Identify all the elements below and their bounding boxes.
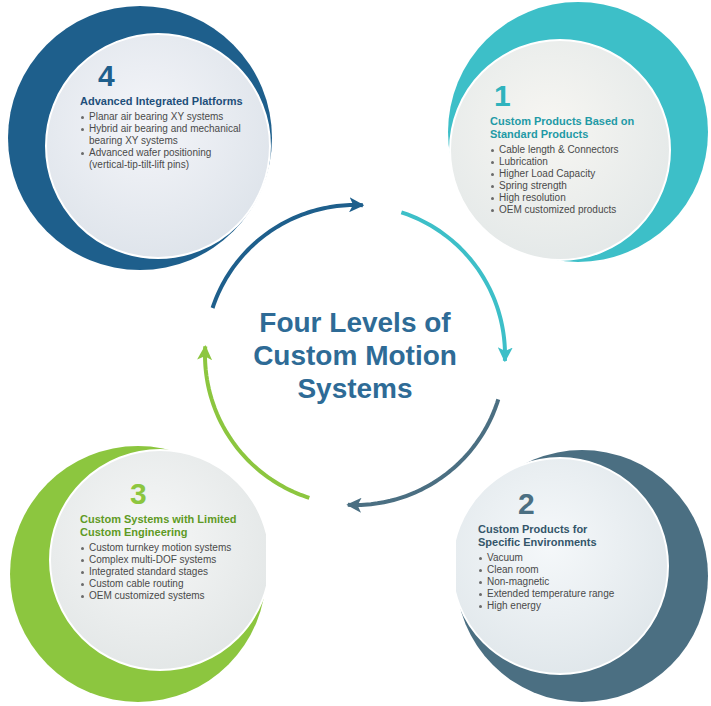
text-group: 4Advanced Integrated PlatformsPlanar air… (80, 60, 250, 171)
inner-disc (46, 34, 270, 258)
bullet-item: Planar air bearing XY systems (80, 111, 250, 123)
level-number: 4 (80, 60, 250, 92)
bullet-item: OEM customized products (490, 204, 658, 216)
level-circle: 2Custom Products for Specific Environmen… (456, 450, 708, 702)
level-number: 1 (490, 80, 658, 112)
bullet-item: OEM customized systems (80, 590, 245, 602)
bullet-item: Integrated standard stages (80, 566, 245, 578)
bullet-item: High energy (478, 600, 628, 612)
level-heading: Advanced Integrated Platforms (80, 95, 250, 108)
inner-disc (450, 40, 670, 260)
bullet-item: Cable length & Connectors (490, 144, 658, 156)
bullet-item: Custom cable routing (80, 578, 245, 590)
diagram-title: Four Levels of Custom Motion Systems (230, 306, 480, 405)
bullet-item: Advanced wafer positioning (vertical-tip… (80, 147, 250, 171)
level-number: 2 (478, 488, 628, 520)
level-circle: 3Custom Systems with Limited Custom Engi… (10, 446, 266, 702)
level-circle: 4Advanced Integrated PlatformsPlanar air… (8, 6, 272, 270)
bullet-item: Spring strength (490, 180, 658, 192)
bullet-item: Lubrication (490, 156, 658, 168)
bullet-item: Clean room (478, 564, 628, 576)
inner-disc (456, 458, 668, 674)
text-group: 1Custom Products Based on Standard Produ… (490, 80, 658, 216)
level-circle: 1Custom Products Based on Standard Produ… (448, 2, 708, 262)
bullet-item: Custom turnkey motion systems (80, 542, 245, 554)
bullet-item: High resolution (490, 192, 658, 204)
text-group: 2Custom Products for Specific Environmen… (478, 488, 628, 612)
level-heading: Custom Systems with Limited Custom Engin… (80, 513, 245, 539)
bullet-item: Complex multi-DOF systems (80, 554, 245, 566)
outer-ring (448, 2, 708, 262)
bullet-item: Extended temperature range (478, 588, 628, 600)
outer-ring (8, 6, 272, 270)
bullet-item: Hybrid air bearing and mechanical bearin… (80, 123, 250, 147)
bullet-item: Non-magnetic (478, 576, 628, 588)
inner-disc (50, 450, 266, 670)
bullet-item: Higher Load Capacity (490, 168, 658, 180)
text-group: 3Custom Systems with Limited Custom Engi… (80, 478, 245, 602)
bullet-item: Vacuum (478, 552, 628, 564)
level-number: 3 (80, 478, 245, 510)
level-heading: Custom Products for Specific Environment… (478, 523, 628, 549)
cycle-arrow (348, 399, 498, 505)
level-heading: Custom Products Based on Standard Produc… (490, 115, 658, 141)
